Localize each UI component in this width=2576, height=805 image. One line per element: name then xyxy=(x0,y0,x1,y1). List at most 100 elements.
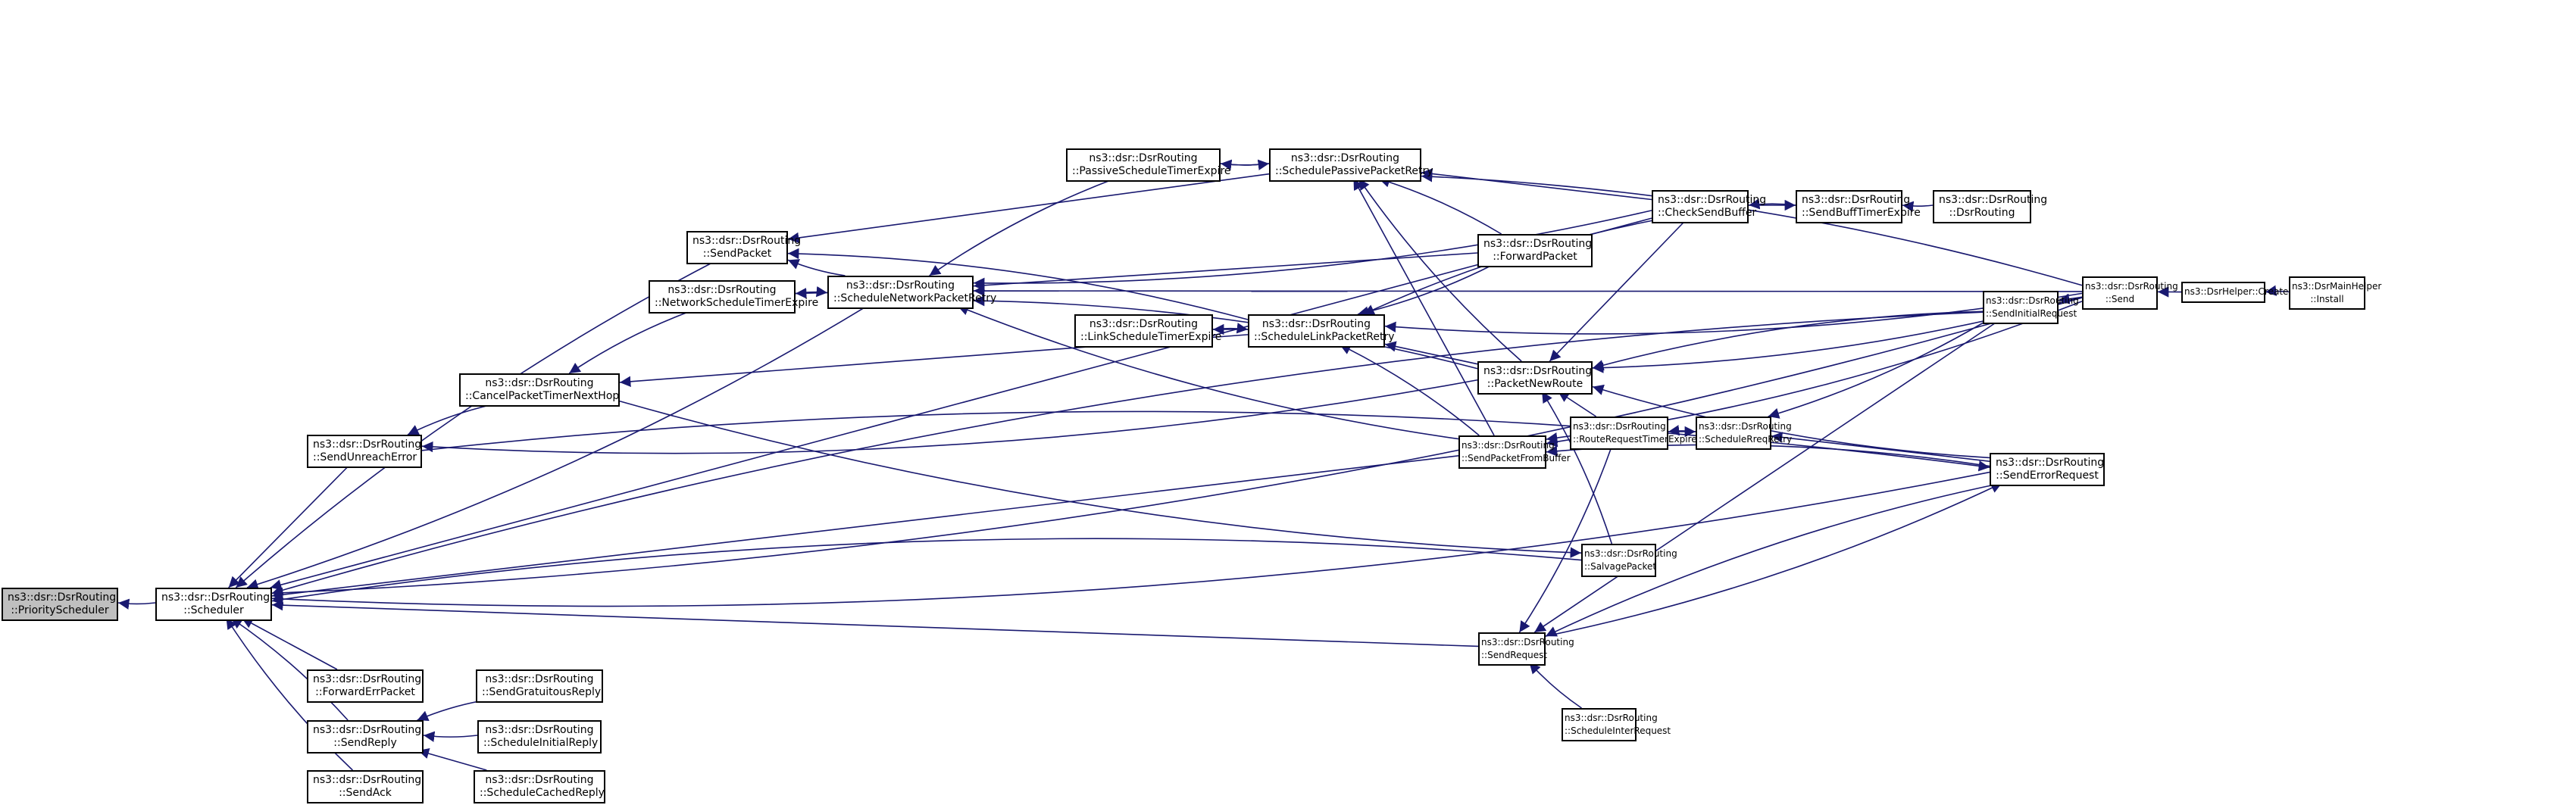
call-edge-SendInitialRequest-to-Scheduler xyxy=(271,311,1984,596)
node-label-line1: ns3::dsr::DsrRouting xyxy=(1089,318,1199,330)
node-label-line2: ::ScheduleCachedReply xyxy=(480,787,605,799)
node-label-line1: ns3::dsr::DsrRouting xyxy=(1584,548,1677,559)
call-edge-Send-to-SendInitialRequest xyxy=(2058,293,2083,304)
node-dsr-routing-constructor[interactable]: ns3::dsr::DsrRouting::DsrRouting xyxy=(1933,190,2048,223)
call-edge-CheckSendBuffer-to-PacketNewRoute xyxy=(1549,220,1687,362)
call-edge-SendInitialRequest-to-PacketNewRoute xyxy=(1592,310,1984,371)
node-label-line2: ::LinkScheduleTimerExpire xyxy=(1080,331,1222,343)
node-label-line1: ns3::dsr::DsrRouting xyxy=(1565,713,1658,723)
node-dsr-helper-create[interactable]: ns3::DsrHelper::Create xyxy=(2181,282,2288,303)
call-edge-SendInitialRequest-to-ScheduleRreqRetry xyxy=(1768,320,1987,419)
call-edge-Send-to-Scheduler xyxy=(271,297,2083,599)
call-edge-SendErrorRequest-to-Scheduler xyxy=(271,471,1990,607)
node-schedule-rreq-retry[interactable]: ns3::dsr::DsrRouting::ScheduleRreqRetry xyxy=(1696,417,1793,450)
node-label-line1: ns3::dsr::DsrRouting xyxy=(1573,421,1666,432)
node-send-reply[interactable]: ns3::dsr::DsrRouting::SendReply xyxy=(307,720,424,754)
node-label-line1: ns3::dsr::DsrRouting xyxy=(1802,194,1911,206)
node-label-line1: ns3::DsrMainHelper xyxy=(2292,281,2382,292)
node-label-line2: ::SalvagePacket xyxy=(1584,561,1657,572)
call-edge-PacketNewRoute-to-SchedulePassivePacketRetry xyxy=(1358,178,1522,362)
call-edge-SendErrorRequest-to-ScheduleRreqRetry xyxy=(1771,432,1990,462)
node-cancel-packet-timer-next-hop[interactable]: ns3::dsr::DsrRouting::CancelPacketTimerN… xyxy=(459,373,620,407)
call-edge-CheckSendBuffer-to-ScheduleNetworkPacketRetry xyxy=(973,210,1652,289)
node-passive-schedule-timer-expire[interactable]: ns3::dsr::DsrRouting::PassiveScheduleTim… xyxy=(1066,148,1231,182)
call-edge-Scheduler-to-PriorityScheduler xyxy=(117,598,156,610)
node-label-line2: ::ScheduleRreqRetry xyxy=(1699,434,1793,445)
call-edge-SendRequest-to-SendErrorRequest xyxy=(1545,482,2002,637)
node-schedule-initial-reply[interactable]: ns3::dsr::DsrRouting::ScheduleInitialRep… xyxy=(477,720,602,754)
node-send-packet[interactable]: ns3::dsr::DsrRouting::SendPacket xyxy=(686,231,801,264)
node-send[interactable]: ns3::dsr::DsrRouting::Send xyxy=(2082,276,2178,310)
node-label-line2: ::ScheduleInitialReply xyxy=(483,737,599,749)
call-edge-ForwardErrPacket-to-Scheduler xyxy=(241,617,338,670)
call-edge-SalvagePacket-to-PacketNewRoute xyxy=(1541,391,1613,544)
node-label-line1: ns3::dsr::DsrRouting xyxy=(2085,281,2178,292)
node-scheduler[interactable]: ns3::dsr::DsrRouting::Scheduler xyxy=(155,588,272,621)
node-salvage-packet[interactable]: ns3::dsr::DsrRouting::SalvagePacket xyxy=(1581,544,1677,577)
node-send-error-request[interactable]: ns3::dsr::DsrRouting::SendErrorRequest xyxy=(1990,453,2105,486)
node-check-send-buffer[interactable]: ns3::dsr::DsrRouting::CheckSendBuffer xyxy=(1652,190,1766,223)
node-dsr-main-helper-install[interactable]: ns3::DsrMainHelper::Install xyxy=(2289,276,2382,310)
call-edge-PacketNewRoute-to-ScheduleNetworkPacketRetry xyxy=(973,295,1478,370)
node-label-line1: ns3::dsr::DsrRouting xyxy=(161,591,270,604)
node-send-gratuitous-reply[interactable]: ns3::dsr::DsrRouting::SendGratuitousRepl… xyxy=(476,669,603,703)
node-schedule-cached-reply[interactable]: ns3::dsr::DsrRouting::ScheduleCachedRepl… xyxy=(474,770,605,803)
node-label-line2: ::ScheduleNetworkPacketRetry xyxy=(833,292,997,304)
call-edge-RouteRequestTimerExpire-to-PacketNewRoute xyxy=(1557,391,1597,417)
call-edge-SendPacketFromBuffer-to-ScheduleNetworkPacketRetry xyxy=(957,304,1459,440)
node-label-line1: ns3::dsr::DsrRouting xyxy=(1481,637,1574,647)
call-edge-ScheduleLinkPacketRetry-to-SendPacket xyxy=(787,248,1249,320)
node-send-unreach-error[interactable]: ns3::dsr::DsrRouting::SendUnreachError xyxy=(307,435,422,468)
node-send-ack[interactable]: ns3::dsr::DsrRouting::SendAck xyxy=(307,770,424,803)
node-send-buff-timer-expire[interactable]: ns3::dsr::DsrRouting::SendBuffTimerExpir… xyxy=(1796,190,1921,223)
node-forward-packet[interactable]: ns3::dsr::DsrRouting::ForwardPacket xyxy=(1477,234,1593,267)
node-priority-scheduler[interactable]: ns3::dsr::DsrRouting::PriorityScheduler xyxy=(2,588,118,621)
call-edge-RouteRequestTimerExpire-to-SendRequest xyxy=(1518,446,1612,633)
node-label-line2: ::Install xyxy=(2310,294,2344,304)
call-edge-SendErrorRequest-to-PacketNewRoute xyxy=(1592,384,1990,459)
node-schedule-link-packet-retry[interactable]: ns3::dsr::DsrRouting::ScheduleLinkPacket… xyxy=(1248,314,1394,348)
node-label-line1: ns3::dsr::DsrRouting xyxy=(313,673,422,685)
node-label-line1: ns3::dsr::DsrRouting xyxy=(8,591,117,604)
call-edge-ScheduleNetworkPacketRetry-to-Scheduler xyxy=(246,305,868,590)
call-edge-ScheduleNetworkPacketRetry-to-NetworkScheduleTimerExpire xyxy=(795,287,828,299)
node-send-packet-from-buffer[interactable]: ns3::dsr::DsrRouting::SendPacketFromBuff… xyxy=(1458,435,1571,469)
node-label-line2: ::SendPacket xyxy=(702,248,772,260)
node-label-line2: ::PriorityScheduler xyxy=(11,604,109,616)
call-edge-SendGratuitousReply-to-SendReply xyxy=(417,699,488,721)
node-label-line2: ::SendBuffTimerExpire xyxy=(1802,207,1921,219)
call-edge-SendRequest-to-Scheduler xyxy=(271,599,1479,647)
node-forward-err-packet[interactable]: ns3::dsr::DsrRouting::ForwardErrPacket xyxy=(307,669,424,703)
node-label-line2: ::SendRequest xyxy=(1481,650,1548,660)
node-label-line1: ns3::dsr::DsrRouting xyxy=(1462,440,1555,451)
node-label-line1: ns3::dsr::DsrRouting xyxy=(485,673,594,685)
node-label-line2: ::CancelPacketTimerNextHop xyxy=(465,390,620,402)
node-label-line2: ::SendPacketFromBuffer xyxy=(1462,453,1571,463)
node-label-line1: ns3::dsr::DsrRouting xyxy=(1483,238,1593,250)
call-edge-ForwardPacket-to-ScheduleNetworkPacketRetry xyxy=(973,252,1478,291)
node-label-line2: ::RouteRequestTimerExpire xyxy=(1573,434,1697,445)
call-edge-CheckSendBuffer-to-Scheduler xyxy=(270,217,1652,591)
node-label-line2: ::PacketNewRoute xyxy=(1487,378,1583,390)
node-label-line2: ::SendErrorRequest xyxy=(1996,470,2099,482)
node-label-line1: ns3::dsr::DsrRouting xyxy=(667,284,777,296)
call-edge-SendBuffTimerExpire-to-CheckSendBuffer xyxy=(1748,198,1796,210)
call-edge-CheckSendBuffer-to-SchedulePassivePacketRetry xyxy=(1421,168,1652,201)
node-send-initial-request[interactable]: ns3::dsr::DsrRouting::SendInitialRequest xyxy=(1983,291,2079,324)
node-schedule-inter-request[interactable]: ns3::dsr::DsrRouting::ScheduleInterReque… xyxy=(1562,708,1671,741)
node-schedule-network-packet-retry[interactable]: ns3::dsr::DsrRouting::ScheduleNetworkPac… xyxy=(827,276,997,309)
node-network-schedule-timer-expire[interactable]: ns3::dsr::DsrRouting::NetworkScheduleTim… xyxy=(649,280,818,314)
call-edge-ForwardPacket-to-SchedulePassivePacketRetry xyxy=(1378,176,1502,235)
node-schedule-passive-packet-retry[interactable]: ns3::dsr::DsrRouting::SchedulePassivePac… xyxy=(1269,148,1433,182)
call-edge-SalvagePacket-to-Scheduler xyxy=(271,538,1582,605)
node-send-request[interactable]: ns3::dsr::DsrRouting::SendRequest xyxy=(1478,632,1574,666)
call-edge-ForwardPacket-to-ScheduleLinkPacketRetry xyxy=(1357,264,1494,317)
node-packet-new-route[interactable]: ns3::dsr::DsrRouting::PacketNewRoute xyxy=(1477,361,1593,395)
node-label-line1: ns3::dsr::DsrRouting xyxy=(1939,194,2048,206)
call-edge-ScheduleCachedReply-to-SendReply xyxy=(417,748,487,771)
node-link-schedule-timer-expire[interactable]: ns3::dsr::DsrRouting::LinkScheduleTimerE… xyxy=(1074,314,1222,348)
node-label-line1: ns3::dsr::DsrRouting xyxy=(313,724,422,736)
call-edge-SendReply-to-Scheduler xyxy=(230,617,349,721)
node-route-request-timer-expire[interactable]: ns3::dsr::DsrRouting::RouteRequestTimerE… xyxy=(1570,417,1697,450)
